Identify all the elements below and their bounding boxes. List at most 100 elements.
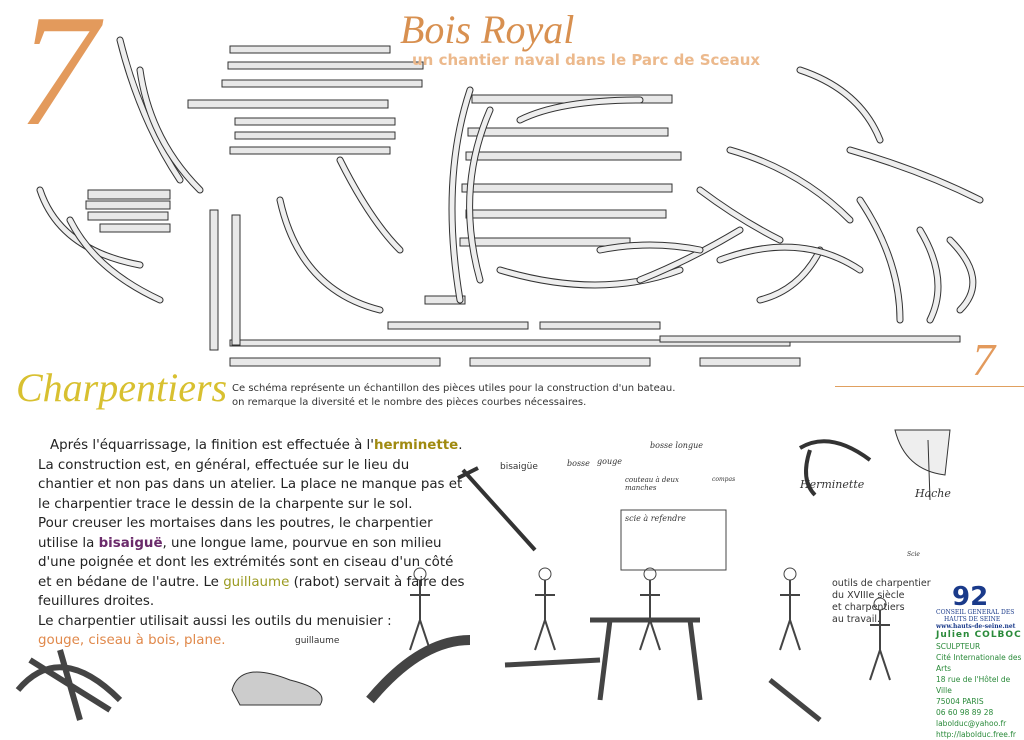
address-line: 75004 PARIS <box>936 697 984 706</box>
curved-timber-fill <box>797 67 883 143</box>
caption-line: et charpentiers <box>832 602 905 613</box>
carpenter-figure <box>534 580 556 651</box>
phone: 06 60 98 89 28 <box>936 708 994 717</box>
carpenter-head <box>873 597 887 611</box>
timber-beam <box>699 357 801 367</box>
timber-beam <box>229 357 441 367</box>
website-link[interactable]: http://labolduc.free.fr <box>936 730 1017 739</box>
text: Pour creuser les mortaises dans les pout… <box>38 516 433 551</box>
email-link[interactable]: labolduc@yahoo.fr <box>936 719 1007 728</box>
section-heading: Charpentiers <box>16 365 228 410</box>
label-couteau: couteau à deux manches <box>625 476 679 492</box>
ship-parts-diagram <box>15 36 984 722</box>
saw-frame-sketch <box>620 509 727 571</box>
chapter-number-small: 7 <box>972 334 995 385</box>
hache-sketch <box>894 429 951 501</box>
chapter-number: 7 <box>18 0 98 159</box>
timber-beam <box>461 183 673 193</box>
timber-beam <box>465 151 682 161</box>
poster-title: Bois Royal <box>400 7 575 52</box>
label-herminette: Herminette <box>800 478 865 491</box>
timber-beam <box>209 209 219 351</box>
curved-timber-fill <box>517 97 643 123</box>
caption-line: Ce schéma représente un échantillon des … <box>232 383 676 394</box>
caption-line: au travail. <box>832 614 881 625</box>
curved-timber-fill <box>637 227 743 283</box>
label-bisaigue: bisaigüe <box>500 462 538 472</box>
curved-timber-fill <box>757 247 823 303</box>
curved-timber-fill <box>857 197 903 323</box>
timber-beam <box>459 237 631 247</box>
carpenter-figure <box>639 580 661 651</box>
label-gouge: gouge <box>597 457 622 466</box>
timber-beam <box>234 117 396 126</box>
curved-timber <box>276 196 384 314</box>
term-guillaume: guillaume <box>223 574 290 590</box>
term-herminette: herminette <box>373 438 459 453</box>
curved-timber <box>796 66 884 144</box>
artist-name: Julien COLBOC <box>936 630 1022 640</box>
timber-joint-sketch <box>15 649 123 721</box>
workbench-sketch <box>504 617 822 722</box>
carpenter-head <box>413 567 427 581</box>
timber-beam <box>229 339 791 347</box>
text: . <box>458 438 463 453</box>
caption-line: outils de charpentier <box>832 578 931 589</box>
curved-timber-fill <box>37 187 143 268</box>
divider <box>835 386 1024 387</box>
credits: 92 CONSEIL GENERAL DES HAUTS DE SEINE ww… <box>936 582 1024 740</box>
timber-beam <box>387 321 529 330</box>
council-name: CONSEIL GENERAL DES <box>936 609 1015 616</box>
curved-timber-fill <box>137 67 203 193</box>
text: , une longue lame, pourvue en son milieu… <box>38 535 454 590</box>
curved-timber-fill <box>597 242 703 253</box>
curved-timber <box>856 196 904 324</box>
paragraph: Aprés l'équarrissage, la finition est ef… <box>38 436 468 456</box>
label-guillaume: guillaume <box>295 636 340 646</box>
curved-timber-fill <box>497 267 683 288</box>
label-scie: Scie <box>907 551 920 558</box>
label-hache: Hache <box>915 487 951 500</box>
council-url[interactable]: www.hauts-de-seine.net <box>936 623 1016 630</box>
paragraph: La construction est, en général, effectu… <box>38 457 463 512</box>
text: (rabot) servait à faire des feuillures d… <box>38 574 465 610</box>
timber-beam <box>227 61 424 70</box>
carpenter-head <box>783 567 797 581</box>
timber-beam <box>85 200 171 210</box>
herminette-sketch <box>798 439 872 497</box>
timber-beam <box>221 79 423 88</box>
timber-beam <box>467 127 669 137</box>
timber-beam <box>87 189 171 200</box>
label-compas: compas <box>712 476 736 483</box>
curved-timber <box>756 246 824 304</box>
curved-timber-fill <box>717 244 863 273</box>
curved-timber-fill <box>67 217 163 303</box>
paragraph: Le charpentier utilisait aussi les outil… <box>38 613 392 629</box>
term-bisaigue: bisaiguë <box>98 535 163 551</box>
caption-line: on remarque la diversité et le nombre de… <box>232 397 587 408</box>
carpenter-figure <box>869 610 891 681</box>
timber-beam <box>229 45 391 54</box>
diagram-caption: Ce schéma représente un échantillon des … <box>232 382 675 410</box>
timber-beam <box>659 335 961 343</box>
paragraph: Pour creuser les mortaises dans les pout… <box>38 514 468 612</box>
body-text: Aprés l'équarrissage, la finition est ef… <box>38 436 468 651</box>
text: Aprés l'équarrissage, la finition est ef… <box>50 438 374 453</box>
timber-beam <box>231 214 241 346</box>
poster-subtitle: un chantier naval dans le Parc de Sceaux <box>412 51 761 69</box>
council-name: HAUTS DE SEINE <box>944 616 1001 623</box>
timber-beam <box>465 209 667 219</box>
council-logo: 92 <box>952 582 989 612</box>
timber-beam <box>99 223 171 233</box>
timber-beam <box>234 131 396 140</box>
timber-beam <box>469 357 651 367</box>
curved-timber-fill <box>917 227 941 323</box>
curved-timber <box>726 146 854 224</box>
curved-timber-fill <box>277 197 383 313</box>
curved-timber-fill <box>467 107 493 283</box>
curved-timber-fill <box>337 157 403 253</box>
carpenter-figure <box>779 580 801 651</box>
address-line: 18 rue de l'Hôtel de Ville <box>936 675 1011 695</box>
carpenter-head <box>643 567 657 581</box>
label-bosse-longue: bosse longue <box>650 441 703 450</box>
